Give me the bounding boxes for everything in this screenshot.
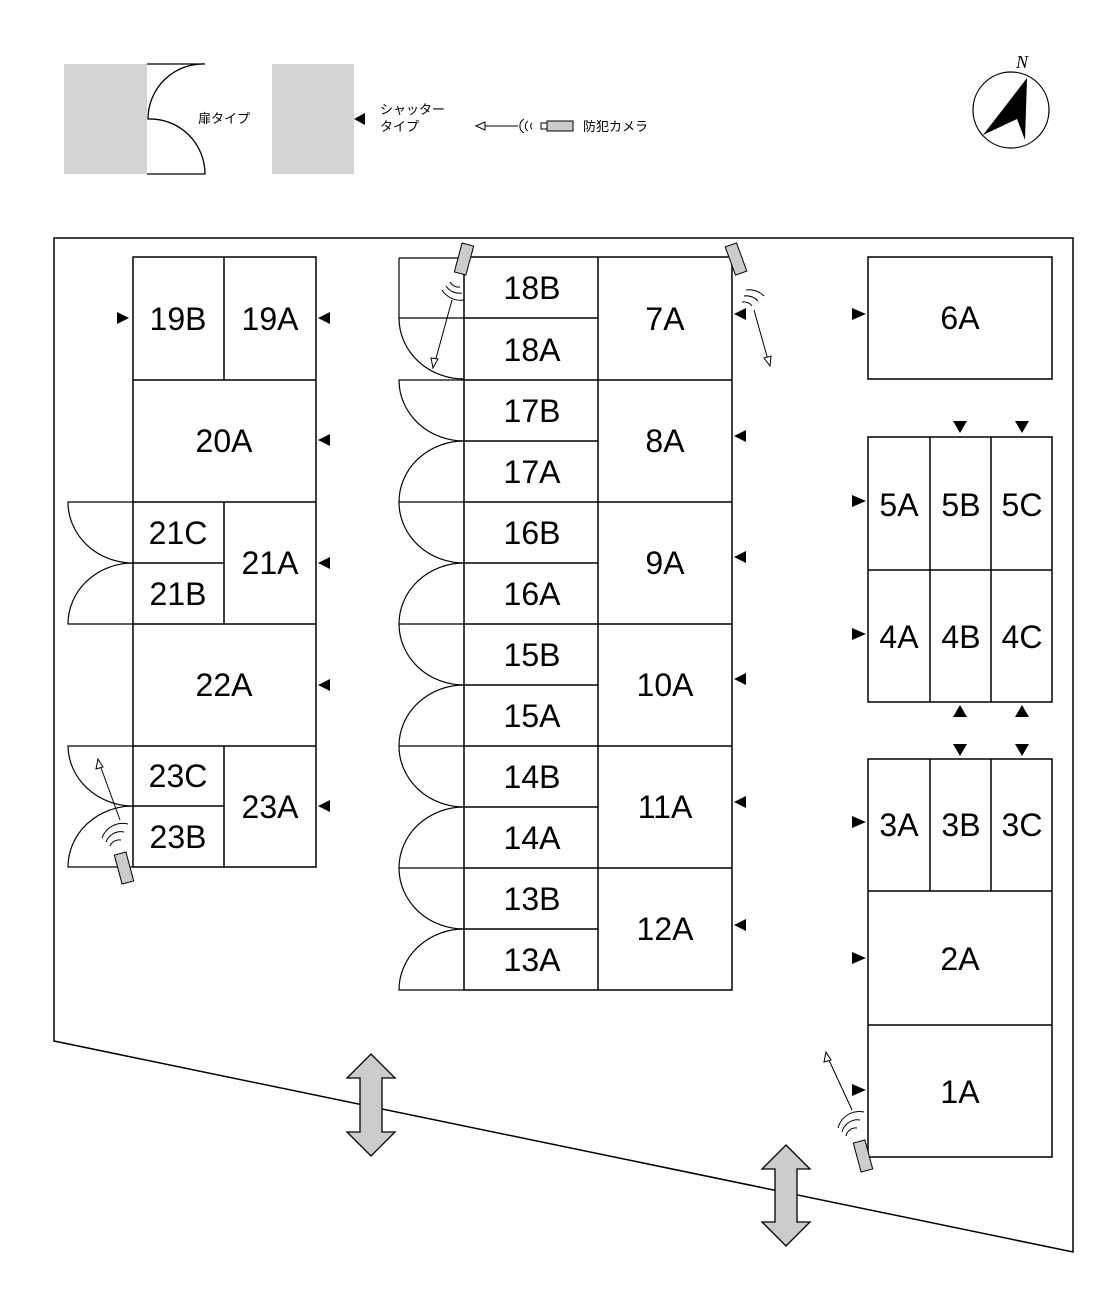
unit-21B: 21B bbox=[150, 576, 207, 612]
entrance-arrow bbox=[345, 1053, 397, 1157]
entrance-arrow bbox=[760, 1144, 812, 1247]
unit-10A: 10A bbox=[637, 667, 695, 703]
unit-3A: 3A bbox=[879, 807, 919, 843]
unit-15B: 15B bbox=[504, 637, 561, 673]
shutter-type-label-2: タイプ bbox=[380, 120, 419, 135]
unit-2A: 2A bbox=[940, 941, 980, 977]
door-type-swatch bbox=[64, 64, 147, 174]
unit-16B: 16B bbox=[504, 515, 561, 551]
unit-14A: 14A bbox=[504, 820, 562, 856]
right-blocks bbox=[867, 256, 1053, 1158]
north-arrow-icon bbox=[983, 78, 1027, 140]
unit-19A: 19A bbox=[242, 301, 300, 337]
compass: N bbox=[972, 52, 1050, 149]
shutter-markers bbox=[117, 308, 1029, 1096]
unit-5C: 5C bbox=[1002, 487, 1043, 523]
unit-21C: 21C bbox=[149, 515, 208, 551]
unit-19B: 19B bbox=[150, 301, 207, 337]
unit-13A: 13A bbox=[504, 942, 562, 978]
unit-4C: 4C bbox=[1002, 619, 1043, 655]
unit-18B: 18B bbox=[504, 270, 561, 306]
unit-23B: 23B bbox=[150, 819, 207, 855]
unit-4A: 4A bbox=[879, 619, 919, 655]
unit-12A: 12A bbox=[637, 911, 695, 947]
unit-1A: 1A bbox=[940, 1074, 980, 1110]
unit-4B: 4B bbox=[941, 619, 980, 655]
unit-5A: 5A bbox=[879, 487, 919, 523]
unit-22A: 22A bbox=[196, 667, 254, 703]
legend: 扉タイプ シャッター タイプ 防犯カメラ bbox=[64, 63, 648, 175]
camera-icon bbox=[823, 1050, 874, 1173]
compass-north-label: N bbox=[1015, 52, 1029, 72]
left-block bbox=[132, 256, 317, 868]
unit-15A: 15A bbox=[504, 698, 562, 734]
camera-icon bbox=[724, 242, 772, 368]
unit-13B: 13B bbox=[504, 881, 561, 917]
unit-23C: 23C bbox=[149, 758, 208, 794]
unit-3B: 3B bbox=[941, 807, 980, 843]
unit-17B: 17B bbox=[504, 393, 561, 429]
unit-14B: 14B bbox=[504, 759, 561, 795]
camera-icon bbox=[95, 757, 135, 885]
unit-18A: 18A bbox=[504, 332, 562, 368]
door-type-label: 扉タイプ bbox=[198, 111, 250, 127]
unit-5B: 5B bbox=[941, 487, 980, 523]
camera-icon bbox=[430, 242, 475, 370]
center-block bbox=[463, 256, 733, 991]
site-boundary bbox=[53, 237, 1074, 1253]
unit-6A: 6A bbox=[940, 300, 980, 336]
camera-label: 防犯カメラ bbox=[583, 119, 648, 135]
shutter-type-label-1: シャッター bbox=[380, 103, 445, 118]
unit-7A: 7A bbox=[645, 301, 685, 337]
door-swing-icon bbox=[147, 63, 206, 175]
unit-17A: 17A bbox=[504, 454, 562, 490]
unit-3C: 3C bbox=[1002, 807, 1043, 843]
unit-labels: 19B 19A 20A 21C 21B 21A 22A 23C 23B 23A … bbox=[149, 270, 1043, 1110]
unit-8A: 8A bbox=[645, 423, 685, 459]
unit-9A: 9A bbox=[645, 545, 685, 581]
shutter-marker-icon bbox=[354, 113, 365, 125]
left-door-swings bbox=[67, 501, 134, 868]
unit-16A: 16A bbox=[504, 576, 562, 612]
unit-21A: 21A bbox=[242, 545, 300, 581]
camera-legend-icon bbox=[474, 118, 574, 134]
shutter-type-swatch bbox=[272, 64, 354, 174]
unit-20A: 20A bbox=[196, 423, 254, 459]
unit-23A: 23A bbox=[242, 789, 300, 825]
center-door-swings bbox=[398, 257, 465, 991]
unit-11A: 11A bbox=[638, 789, 693, 825]
